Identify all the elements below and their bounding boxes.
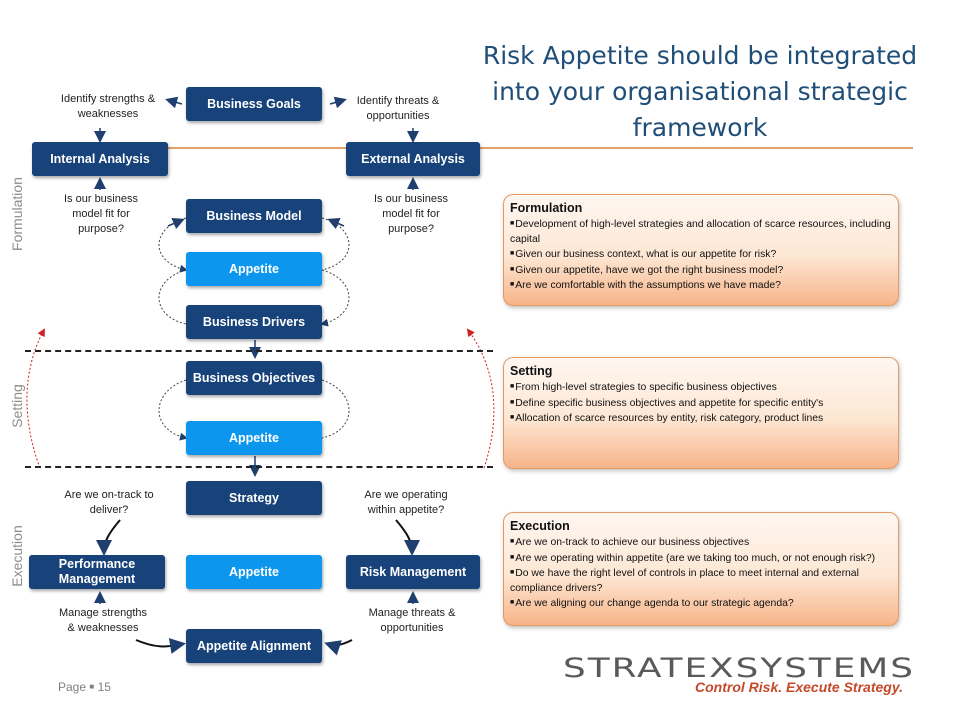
stratexsystems-logo: STRATEXSYSTEMS — [563, 655, 915, 681]
page-title: Risk Appetite should be integrated into … — [482, 41, 918, 142]
box-appetite-setting: Appetite — [186, 421, 322, 455]
box-business-drivers: Business Drivers — [186, 305, 322, 339]
panel-formulation-heading: Formulation — [510, 201, 583, 215]
separator-formulation-setting — [25, 350, 493, 352]
arrow-ontrack-performance — [96, 519, 121, 556]
note-fit-left: Is our business model fit for purpose? — [64, 193, 138, 235]
page-number: 15 — [97, 680, 111, 694]
list-item: ■Define specific business objectives and… — [510, 397, 824, 409]
panel-execution-heading: Execution — [510, 519, 570, 533]
list-item: ■Are we operating within appetite (are w… — [510, 552, 876, 564]
note-manage-threats: Manage threats & opportunities — [368, 607, 456, 634]
list-item: ■Given our appetite, have we got the rig… — [510, 264, 784, 276]
note-within-appetite: Are we operating within appetite? — [364, 489, 448, 516]
box-performance-management: Performance Management — [29, 555, 165, 589]
loop-model-appetite-right — [321, 217, 350, 271]
page-label: Page — [58, 680, 87, 694]
arrow-threats-alignment — [324, 639, 353, 656]
loop-appetite-drivers-right — [320, 269, 350, 327]
arrow-fit-model-right — [327, 218, 345, 230]
feedback-arc-left — [26, 328, 45, 469]
phase-label-execution: Execution — [9, 525, 25, 587]
phase-label-formulation: Formulation — [9, 177, 25, 251]
box-risk-management: Risk Management — [346, 555, 480, 589]
title-divider — [165, 147, 913, 149]
list-item: ■Are we comfortable with the assumptions… — [510, 280, 781, 291]
list-item: ■Do we have the right level of controls … — [510, 568, 859, 594]
note-on-track: Are we on-track to deliver? — [64, 489, 154, 516]
logo-tagline: Control Risk. Execute Strategy. — [695, 679, 903, 695]
box-internal-analysis: Internal Analysis — [32, 142, 168, 176]
panel-execution: Execution ■Are we on-track to achieve ou… — [503, 512, 899, 626]
box-external-analysis: External Analysis — [346, 142, 480, 176]
page-separator-icon: ■ — [89, 682, 95, 691]
panel-setting: Setting ■From high-level strategies to s… — [503, 357, 899, 469]
box-appetite-execution: Appetite — [186, 555, 322, 589]
arrow-goals-threats — [329, 96, 347, 109]
box-business-goals: Business Goals — [186, 87, 322, 121]
phase-label-setting: Setting — [9, 384, 25, 428]
logo-text: STRATEXSYSTEMS — [563, 655, 915, 681]
panel-setting-heading: Setting — [510, 364, 553, 378]
box-strategy: Strategy — [186, 481, 322, 515]
arrow-strengths-alignment — [135, 638, 186, 654]
loop-objectives-appetite-right — [321, 379, 350, 439]
box-appetite-alignment: Appetite Alignment — [186, 629, 322, 663]
separator-setting-execution — [25, 466, 493, 468]
feedback-arc-right — [466, 328, 495, 469]
box-appetite-formulation: Appetite — [186, 252, 322, 286]
box-business-model: Business Model — [186, 199, 322, 233]
panel-formulation: Formulation ■Development of high-level s… — [503, 194, 899, 306]
note-identify-strengths: Identify strengths & weaknesses — [60, 93, 156, 120]
list-item: ■Are we on-track to achieve our business… — [510, 537, 750, 548]
loop-objectives-appetite-left — [158, 379, 188, 441]
arrow-appetite-risk — [395, 519, 420, 556]
page-footer: Page ■ 15 — [58, 680, 111, 694]
box-business-objectives: Business Objectives — [186, 361, 322, 395]
list-item: ■Allocation of scarce resources by entit… — [510, 413, 824, 424]
list-item: ■Development of high-level strategies an… — [510, 219, 891, 245]
arrow-goals-strengths — [165, 96, 183, 109]
list-item: ■From high-level strategies to specific … — [510, 382, 777, 393]
note-identify-threats: Identify threats & opportunities — [356, 95, 440, 122]
note-manage-strengths: Manage strengths & weaknesses — [58, 607, 148, 634]
loop-model-appetite-left — [158, 217, 188, 273]
loop-appetite-drivers-left — [158, 269, 187, 325]
note-fit-right: Is our business model fit for purpose? — [374, 193, 448, 235]
list-item: ■Are we aligning our change agenda to ou… — [510, 598, 794, 609]
list-item: ■Given our business context, what is our… — [510, 249, 777, 260]
